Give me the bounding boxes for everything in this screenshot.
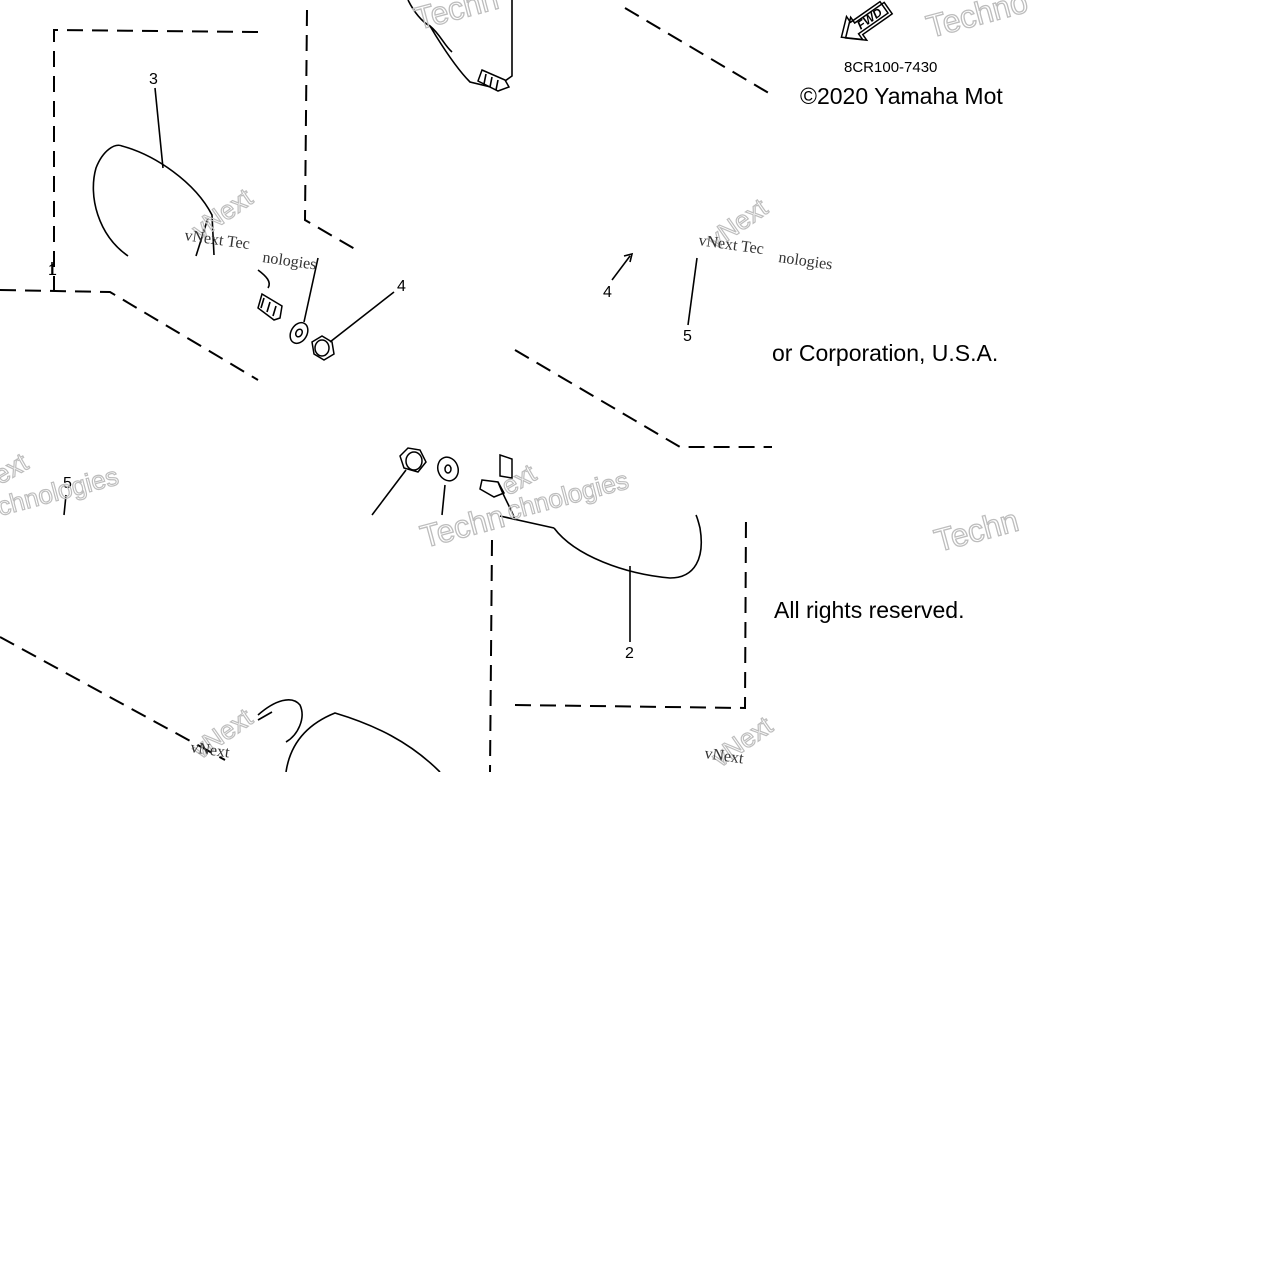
nut-lower: [399, 447, 427, 473]
watermark-vnext-tec-2: vNext Tec: [697, 232, 764, 258]
callout-2: 2: [625, 645, 634, 662]
copyright-line-2: or Corporation, U.S.A.: [772, 340, 998, 366]
watermark-vnext-4b: vNext: [703, 745, 745, 767]
callout-3: 3: [149, 71, 158, 88]
watermarks: Techn Techno vNext vNext Tec nologies vN…: [0, 0, 1032, 774]
watermark-tech-topright: Techno: [922, 0, 1031, 45]
part-3-outline: [92, 144, 215, 257]
copyright-line-1: ©2020 Yamaha Mot: [800, 83, 1003, 109]
watermark-tech-center: Techn: [416, 498, 508, 555]
callout-5-left: 5: [63, 475, 72, 492]
dashed-boundaries: [0, 7, 773, 773]
watermark-tech-top: Techn: [410, 0, 502, 37]
watermark-vnext-tec-1: vNext Tec: [183, 227, 250, 253]
callout-4-upper: 4: [397, 278, 406, 295]
watermark-tech-right: Techn: [930, 502, 1022, 559]
callout-1: 1: [48, 262, 57, 279]
watermark-nologies-2: nologies: [777, 249, 833, 273]
part-2-outline: [553, 514, 702, 579]
copyright-line-3: All rights reserved.: [774, 597, 964, 623]
fwd-arrow-icon: FWD: [840, 0, 894, 42]
callout-5-right: 5: [683, 328, 692, 345]
stud-left: [257, 269, 283, 321]
lens-lower-outline: [285, 712, 441, 773]
nut-upper: [311, 335, 335, 361]
part-outlines: [92, 0, 702, 773]
connector-top-outline: [407, 0, 513, 89]
callouts: 3 1 4 4 5 5 2: [48, 71, 692, 662]
leader-lines: [51, 87, 698, 642]
stud-lower: [479, 453, 516, 521]
callout-4-right: 4: [603, 284, 612, 301]
stud-top: [477, 68, 511, 92]
part-code: 8CR100-7430: [844, 59, 937, 76]
watermark-vnext-3b: vNext: [189, 739, 231, 761]
